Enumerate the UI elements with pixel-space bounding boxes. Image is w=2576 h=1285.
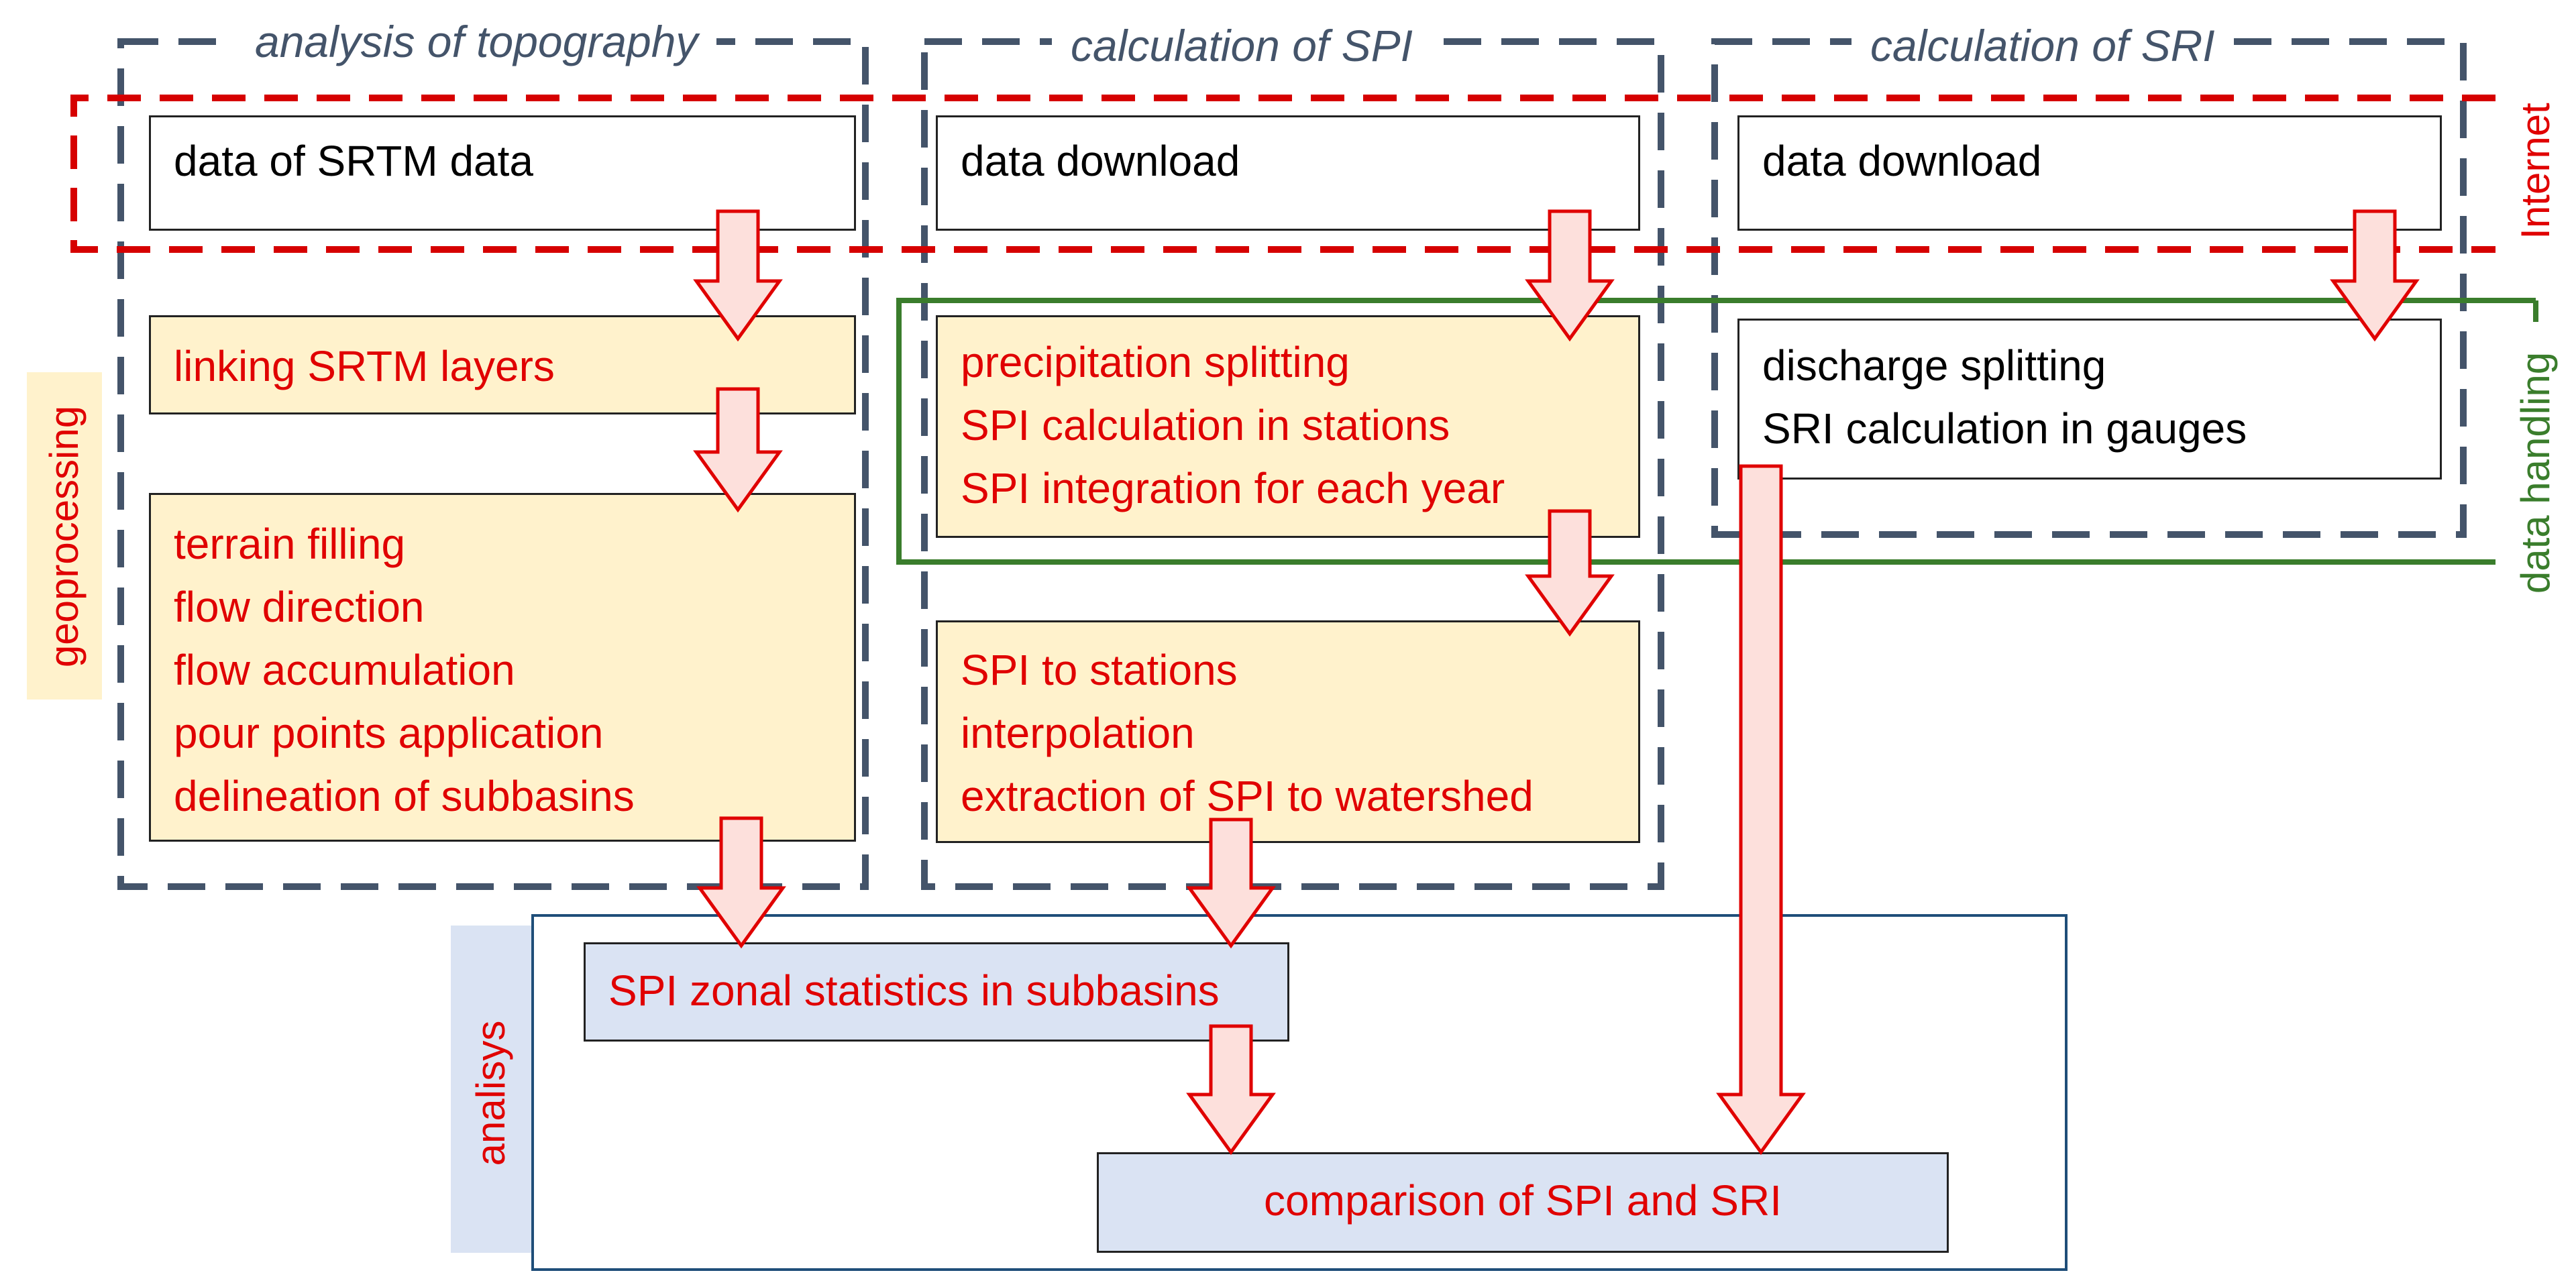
box-sri-download: data download	[1737, 115, 2442, 231]
box-line: terrain filling	[174, 520, 406, 568]
label-analysis: analisys	[468, 1020, 513, 1166]
box-line: SRI calculation in gauges	[1762, 404, 2247, 453]
arrow-linking-to-terrain	[693, 387, 783, 513]
arrow-stations-to-zonal	[1186, 818, 1276, 949]
analysis-frame	[531, 914, 2068, 1271]
box-line: comparison of SPI and SRI	[1264, 1176, 1782, 1225]
box-line: extraction of SPI to watershed	[961, 772, 1534, 820]
arrow-terrain-to-zonal	[696, 816, 786, 949]
arrow-precip-to-stations	[1525, 509, 1615, 637]
box-line: linking SRTM layers	[174, 342, 555, 390]
box-spi-stations: SPI to stations interpolation extraction o…	[936, 620, 1640, 843]
label-geoprocessing: geoprocessing	[42, 405, 87, 668]
internet-boundary	[70, 95, 2496, 253]
arrow-discharge-to-comparison	[1716, 464, 1806, 1156]
box-terrain: terrain filling flow direction flow accumu…	[149, 493, 856, 842]
label-data-handling: data handling	[2513, 351, 2558, 594]
label-internet: Internet	[2513, 103, 2558, 239]
data-handling-boundary	[896, 298, 2496, 565]
arrow-spi-download-to-precip	[1525, 209, 1615, 342]
box-line: data download	[1762, 137, 2042, 185]
arrow-sri-download-to-discharge	[2330, 209, 2420, 342]
box-line: interpolation	[961, 709, 1195, 757]
analysis-band	[451, 926, 531, 1253]
box-line: data download	[961, 137, 1240, 185]
box-line: SPI integration for each year	[961, 464, 1505, 512]
group-title-sri: calculation of SRI	[1851, 19, 2234, 72]
box-line: SPI calculation in stations	[961, 401, 1450, 449]
arrow-zonal-to-comparison	[1186, 1024, 1276, 1156]
box-line: discharge splitting	[1762, 341, 2106, 390]
box-spi-download: data download	[936, 115, 1640, 231]
box-comparison: comparison of SPI and SRI	[1097, 1152, 1949, 1253]
box-zonal: SPI zonal statistics in subbasins	[584, 942, 1289, 1042]
group-title-topography: analysis of topography	[236, 15, 717, 68]
group-title-spi: calculation of SPI	[1052, 19, 1432, 72]
box-line: flow direction	[174, 583, 425, 631]
arrow-srtm-to-linking	[693, 209, 783, 342]
box-line: pour points application	[174, 709, 604, 757]
box-line: SPI to stations	[961, 646, 1238, 694]
box-line: data of SRTM data	[174, 137, 533, 185]
box-line: delineation of subbasins	[174, 772, 635, 820]
box-line: SPI zonal statistics in subbasins	[608, 966, 1220, 1015]
geoprocessing-band	[27, 372, 102, 700]
box-line: flow accumulation	[174, 646, 515, 694]
box-line: precipitation splitting	[961, 338, 1350, 386]
